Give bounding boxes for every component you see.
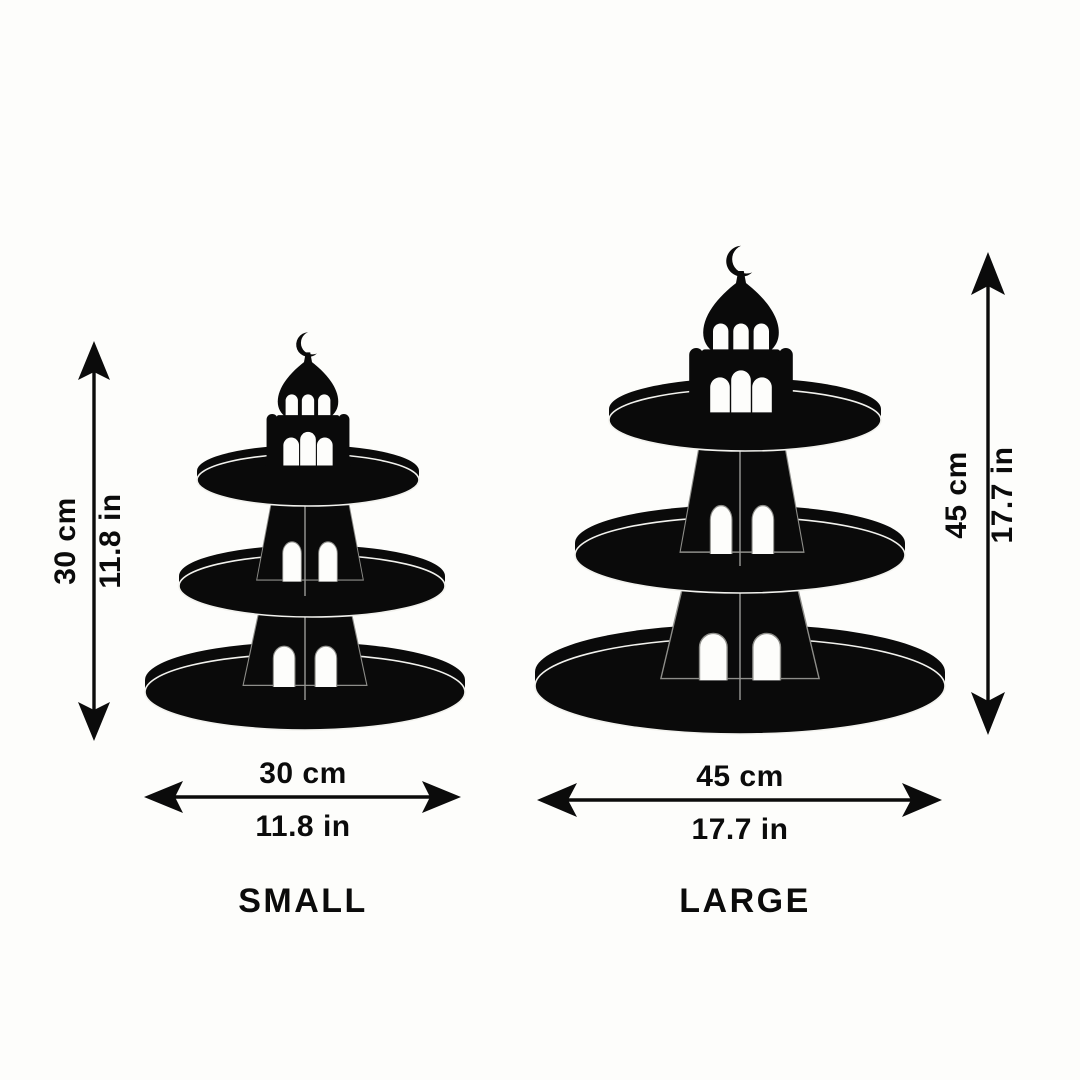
product-small: 30 cm 11.8 in 30 cm 11.8 in SMALL bbox=[49, 332, 466, 920]
large-support-upper bbox=[679, 439, 805, 555]
large-height-dimension: 45 cm 17.7 in bbox=[940, 252, 1019, 735]
large-size-label: LARGE bbox=[679, 882, 811, 920]
large-height-cm-label: 45 cm bbox=[940, 451, 973, 539]
small-width-in-label: 11.8 in bbox=[255, 810, 350, 843]
small-tier-middle-plate bbox=[178, 545, 446, 618]
large-width-in-label: 17.7 in bbox=[692, 813, 789, 846]
small-tier-top-plate bbox=[196, 445, 420, 507]
small-height-in-label: 11.8 in bbox=[94, 493, 127, 588]
large-mosque-topper-icon bbox=[687, 245, 795, 413]
small-mosque-topper-icon bbox=[265, 332, 351, 466]
small-width-dimension: 30 cm 11.8 in bbox=[144, 757, 461, 843]
product-large: 45 cm 17.7 in 45 cm 17.7 in LARGE bbox=[534, 245, 1019, 920]
large-width-cm-label: 45 cm bbox=[696, 760, 784, 793]
large-height-in-label: 17.7 in bbox=[986, 447, 1019, 544]
small-size-label: SMALL bbox=[238, 882, 368, 920]
large-width-dimension: 45 cm 17.7 in bbox=[537, 760, 942, 846]
small-height-dimension: 30 cm 11.8 in bbox=[49, 341, 127, 741]
small-height-cm-label: 30 cm bbox=[49, 497, 82, 585]
small-width-cm-label: 30 cm bbox=[259, 757, 347, 790]
